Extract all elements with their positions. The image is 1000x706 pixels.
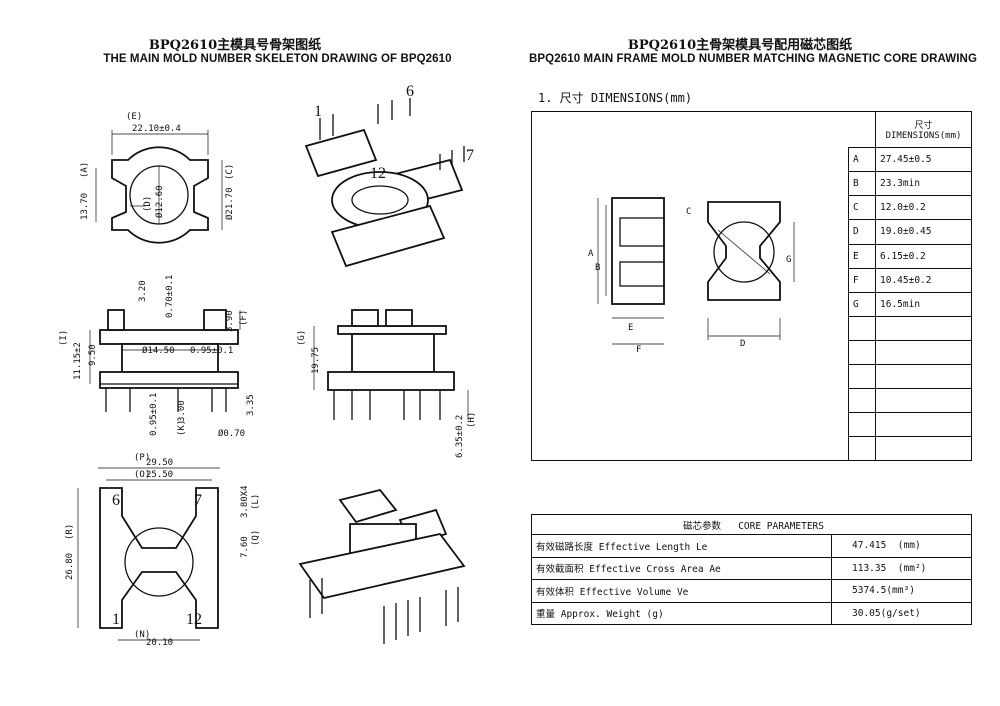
right-title-en: BPQ2610 MAIN FRAME MOLD NUMBER MATCHING … [528, 53, 977, 65]
dim-bottom-o-tag: (O) [134, 470, 150, 480]
dim-diameter: Ø12.60 [154, 185, 165, 218]
iso-pin-1: 1 [314, 103, 322, 120]
dim-front-pin-tag: (H) [467, 412, 477, 428]
dim-side-inner: 9.50 [88, 344, 98, 366]
dim-bottom-bottom: 20.10 [146, 638, 173, 648]
top-view [95, 130, 223, 244]
bottom-view [77, 467, 220, 641]
core-label-g: G [786, 255, 791, 265]
dim-front-height-tag: (G) [297, 330, 307, 346]
dim-top-h-right: Ø21.70 [224, 187, 235, 220]
dim-front-pin: 6.35±0.2 [455, 415, 465, 458]
table-row [848, 315, 972, 341]
core-label-c: C [686, 207, 691, 217]
dim-top-h-left: 13.70 [80, 193, 90, 220]
front-view [313, 309, 469, 420]
dim-side-wall: 0.95±0.1 [190, 346, 233, 356]
dim-bottom-pitch: 3.80X4 [240, 485, 250, 518]
table-row [848, 339, 972, 365]
dim-bottom-inner: 25.50 [146, 470, 173, 480]
dimension-header-en: DIMENSIONS(mm) [885, 131, 962, 142]
dim-side-pin-w: 0.95±0.1 [149, 393, 159, 436]
dim-bottom-n-tag: (N) [134, 630, 150, 640]
dim-top-width: 22.10±0.4 [132, 124, 181, 134]
table-row: 有效截面积 Effective Cross Area Ae 113.35 (mm… [531, 556, 972, 580]
dim-bottom-pin-off: 7.60 [240, 536, 250, 558]
table-row: 重量 Approx. Weight (g) 30.05(g/set) [531, 601, 972, 625]
left-title-zh: BPQ2610主模具号骨架图纸 [148, 38, 322, 53]
iso-pin-7: 7 [466, 147, 474, 164]
dim-side-pin-gap: 3.00 [177, 400, 187, 422]
core-label-d: D [740, 339, 745, 349]
table-row [848, 411, 972, 437]
core-label-a: A [588, 249, 594, 259]
core-parameters-header: 磁芯参数 CORE PARAMETERS [531, 514, 972, 535]
iso-pin-6: 6 [406, 83, 414, 100]
core-drawing [597, 197, 795, 345]
dim-bottom-p-tag: (P) [134, 453, 150, 463]
side-view [89, 309, 241, 412]
dim-bottom-pin-off-tag: (Q) [251, 530, 261, 546]
dim-front-height: 19.75 [311, 347, 321, 374]
core-label-f: F [636, 345, 641, 355]
dim-side-right-tag: (F) [239, 310, 249, 326]
dim-bottom-height-tag: (R) [65, 524, 75, 540]
table-row: 有效磁路长度 Effective Length Le 47.415 (mm) [531, 534, 972, 558]
dim-side-height: 11.15±2 [73, 342, 83, 380]
dim-side-top-right: 0.70±0.1 [165, 275, 175, 318]
dim-top-h-left-tag: (A) [80, 162, 90, 178]
table-row: 尺寸 DIMENSIONS(mm) [848, 110, 972, 149]
table-row: 磁芯参数 CORE PARAMETERS [531, 514, 972, 535]
bottom-pin-12: 12 [186, 611, 202, 628]
dim-side-bore: Ø14.50 [142, 345, 175, 356]
dim-side-left-tag: (I) [59, 330, 69, 346]
dim-top-h-right-tag: (C) [225, 164, 235, 180]
iso-view-bottom [298, 488, 466, 644]
core-label-b: B [595, 263, 600, 273]
right-title-zh: BPQ2610主骨架模具号配用磁芯图纸 [627, 38, 853, 53]
dim-side-pin-gap-tag: (K) [177, 420, 187, 436]
table-row [848, 387, 972, 413]
bottom-pin-6: 6 [112, 492, 120, 509]
dim-bottom-pitch-tag: (L) [251, 494, 261, 510]
dim-bottom-height: 26.80 [65, 553, 75, 580]
dim-side-pin-dia: Ø0.70 [218, 428, 245, 439]
bottom-pin-7: 7 [194, 492, 202, 509]
dim-side-top: 3.20 [138, 280, 148, 302]
dim-side-right: 3.90 [225, 310, 235, 332]
core-label-e: E [628, 323, 633, 333]
table-row [848, 435, 972, 462]
table-row: 有效体积 Effective Volume Ve 5374.5(mm³) [531, 579, 972, 603]
dimension-header-zh: 尺寸 [914, 121, 933, 132]
iso-view-top [304, 98, 465, 268]
core-section-heading: 1. 尺寸 DIMENSIONS(mm) [538, 91, 693, 105]
iso-pin-12: 12 [370, 165, 386, 182]
dim-e-tag: (E) [126, 112, 142, 122]
core-frame [531, 111, 972, 461]
dim-side-pin-len: 3.35 [246, 394, 256, 416]
table-row [848, 363, 972, 389]
dimension-header: 尺寸 DIMENSIONS(mm) [875, 110, 972, 149]
left-title-en: THE MAIN MOLD NUMBER SKELETON DRAWING OF… [103, 53, 452, 65]
bottom-pin-1: 1 [112, 611, 120, 628]
dim-bottom-outer: 29.50 [146, 458, 173, 468]
dim-d-tag: (D) [143, 196, 153, 212]
core-parameters-table: 磁芯参数 CORE PARAMETERS 有效磁路长度 Effective Le… [531, 514, 972, 625]
